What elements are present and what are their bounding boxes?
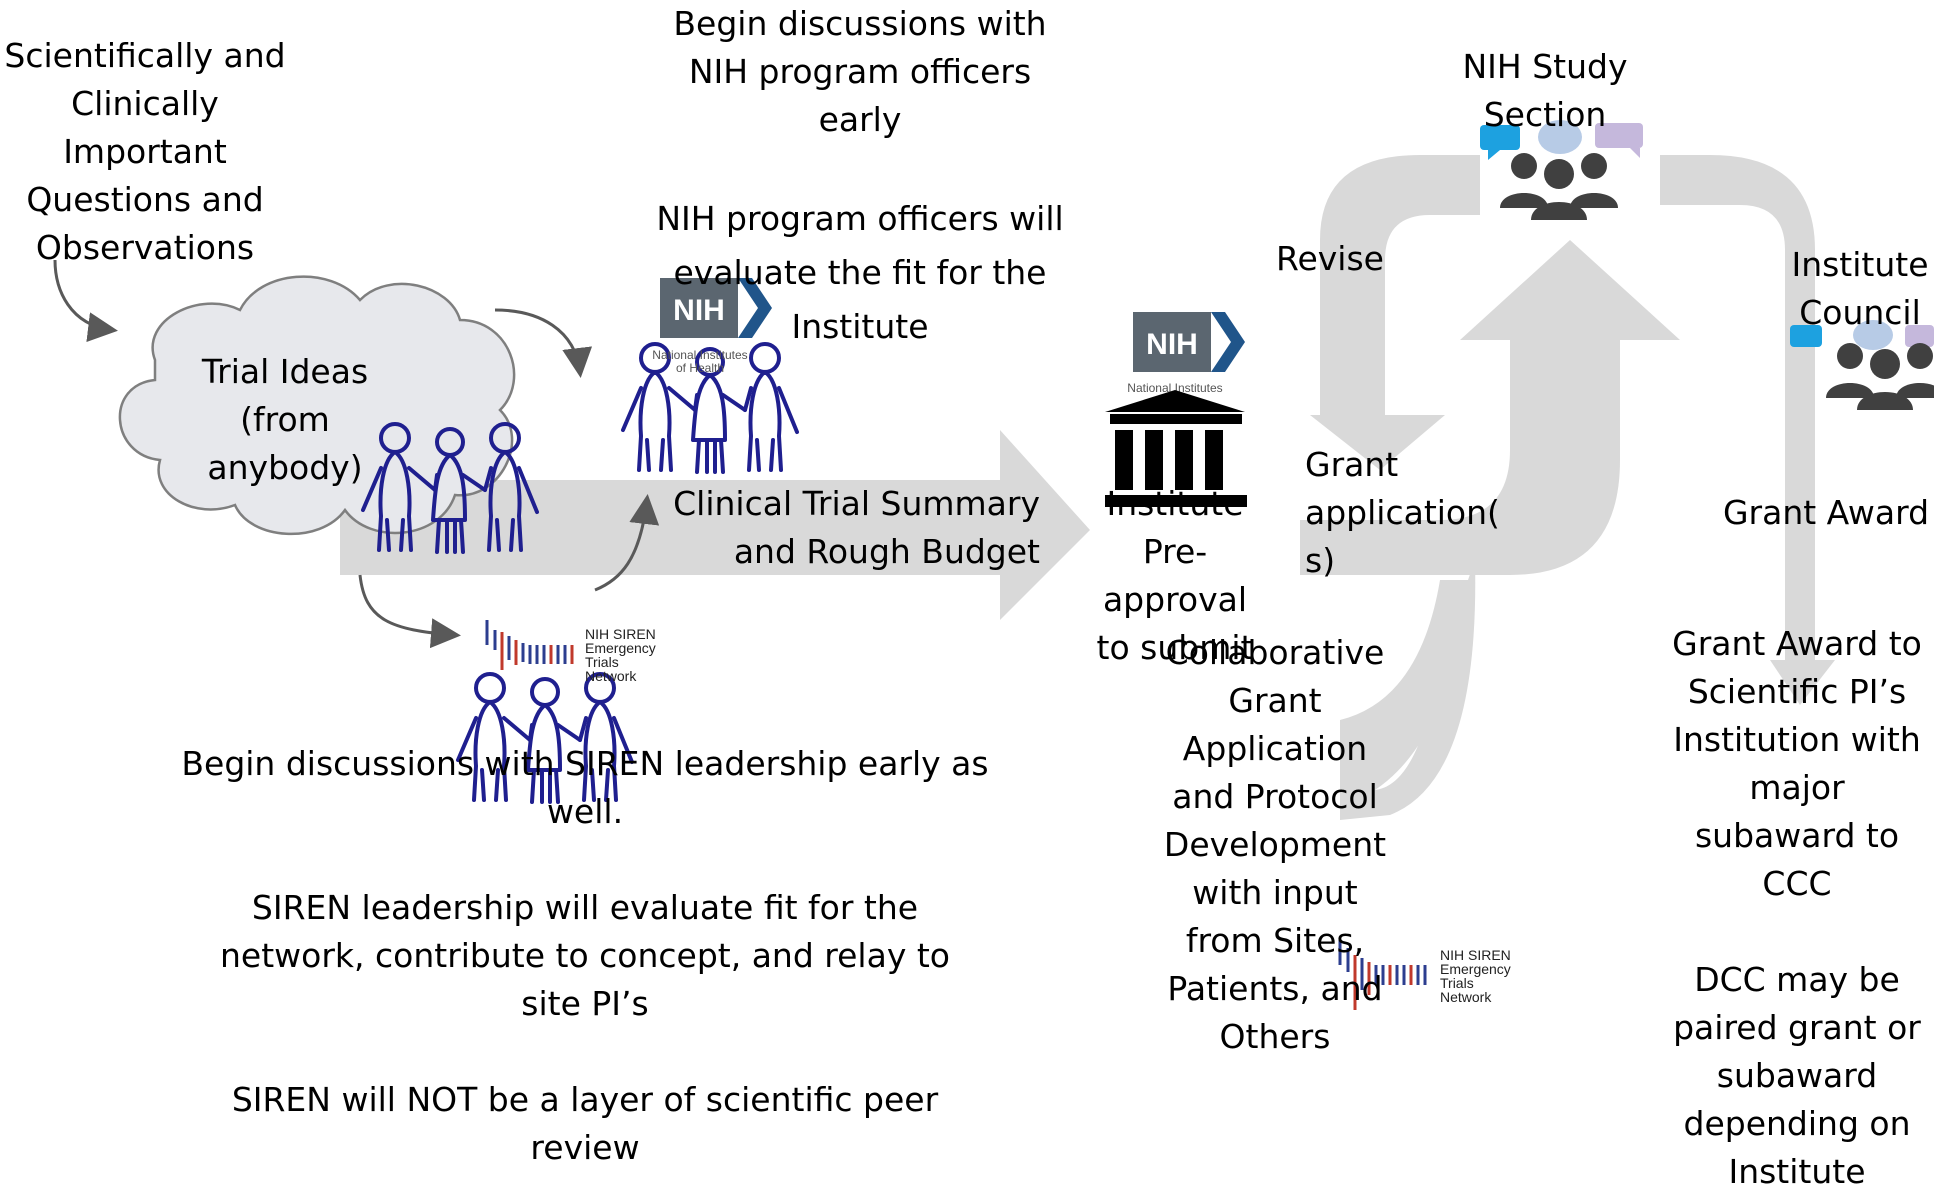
questions-label: Scientifically and Clinically Important …: [4, 36, 286, 267]
trial-ideas-cloud: [118, 275, 516, 536]
siren-logo-1: [485, 620, 574, 670]
siren-logo-2-text: NIH SIREN Emergency Trials Network: [1440, 947, 1511, 1005]
award-to-pi-label: Grant Award to Scientific PI’s Instituti…: [1672, 624, 1922, 1191]
main-flow-arrow: [340, 430, 1090, 620]
institute-council-label: Institute Council: [1791, 245, 1929, 332]
siren-logo-1-text: NIH SIREN Emergency Trials Network: [585, 626, 656, 684]
siren-logo-2: [1338, 940, 1427, 1010]
study-section-label: NIH Study Section: [1462, 47, 1628, 134]
institute-preapproval-label: Institute Pre- approval to submit: [1096, 484, 1254, 667]
cloud-to-siren-arrow: [358, 574, 461, 649]
council-group-icon: [1790, 320, 1934, 410]
cloud-to-nih-arrow: [494, 308, 593, 378]
upward-curved-arrow: [1300, 240, 1680, 575]
grant-application-label: Grant application( s): [1305, 445, 1500, 580]
nih-logo-2-text: NIH: [1146, 328, 1198, 361]
revise-label: Revise: [1276, 239, 1384, 278]
revise-arrow: [1310, 155, 1480, 470]
grant-award-label: Grant Award: [1722, 493, 1930, 532]
council-arrow: [1660, 155, 1835, 705]
questions-to-cloud-arrow: [53, 259, 118, 343]
svg-text:National Institutes: National Institutes: [652, 348, 747, 362]
government-building-icon: [1105, 390, 1247, 507]
nih-logo-1-text: NIH: [673, 294, 725, 327]
nih-evaluate-label: NIH program officers will evaluate the f…: [656, 199, 1064, 346]
siren-to-summary-arrow: [594, 494, 660, 592]
siren-discussions-label: Begin discussions with SIREN leadership …: [181, 744, 989, 1167]
collaborative-label: Collaborative Grant Application and Prot…: [1163, 633, 1387, 1056]
svg-text:of Health: of Health: [676, 361, 724, 375]
nih-discussions-label: Begin discussions with NIH program offic…: [673, 4, 1047, 139]
study-section-group-icon: [1480, 120, 1643, 220]
nih-logo-1: NIH National Institutes of Health: [652, 278, 772, 375]
collaborative-arrow: [1340, 560, 1476, 820]
trial-ideas-label: Trial Ideas (from anybody): [201, 352, 369, 487]
summary-label: Clinical Trial Summary and Rough Budget: [673, 484, 1040, 571]
svg-text:National Institutes: National Institutes: [1127, 381, 1222, 395]
